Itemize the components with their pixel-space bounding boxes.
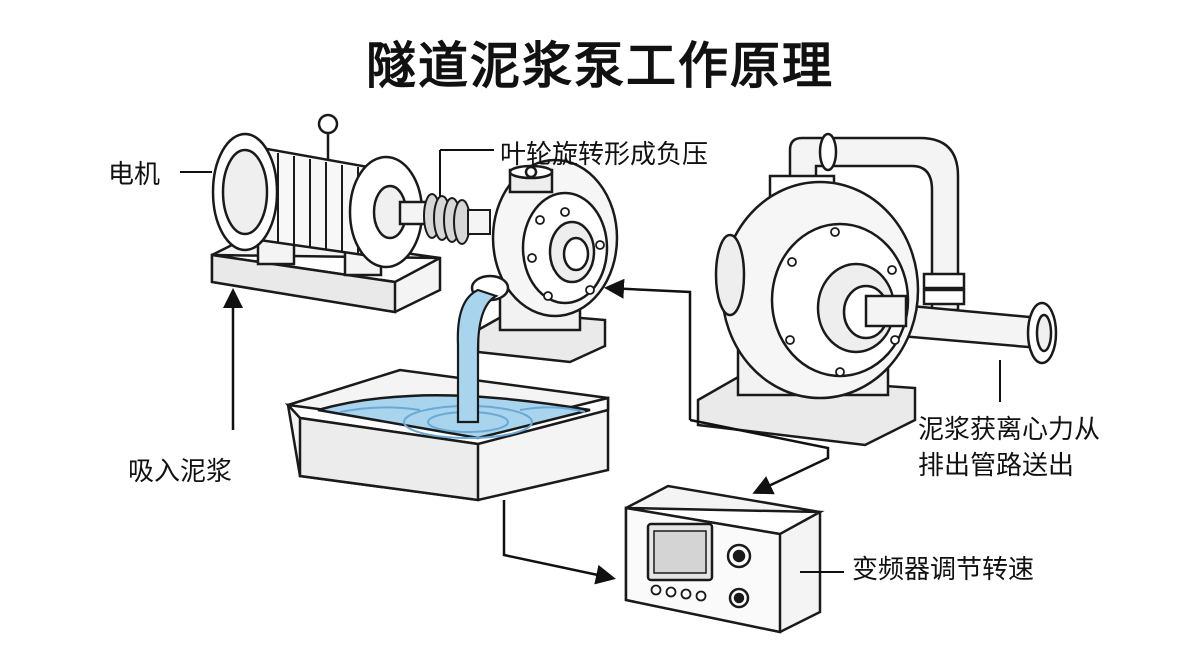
label-suction: 吸入泥浆 bbox=[128, 457, 233, 487]
slurry-pump-left bbox=[470, 158, 619, 364]
slurry-pump-right bbox=[696, 132, 1058, 447]
motor bbox=[210, 113, 442, 314]
coupling bbox=[423, 193, 491, 245]
label-impeller: 叶轮旋转形成负压 bbox=[500, 140, 709, 170]
leader-lines bbox=[180, 149, 1001, 573]
diagram-title: 隧道泥浆泵工作原理 bbox=[366, 37, 834, 95]
label-motor: 电机 bbox=[108, 160, 161, 190]
label-discharge-line2: 排出管路送出 bbox=[918, 451, 1075, 481]
slurry-stream bbox=[456, 288, 499, 424]
discharge-to-inverter-arrow bbox=[689, 418, 830, 495]
slurry-tank bbox=[284, 368, 610, 502]
label-discharge: 泥浆获离心力从 排出管路送出 bbox=[918, 412, 1100, 484]
tank-to-inverter-arrow bbox=[502, 500, 616, 585]
inverter-box bbox=[624, 484, 825, 634]
control-signal-arrow bbox=[604, 278, 692, 420]
label-discharge-line1: 泥浆获离心力从 bbox=[918, 415, 1101, 445]
flow-arrows bbox=[223, 278, 830, 585]
label-inverter: 变频器调节转速 bbox=[852, 555, 1035, 585]
